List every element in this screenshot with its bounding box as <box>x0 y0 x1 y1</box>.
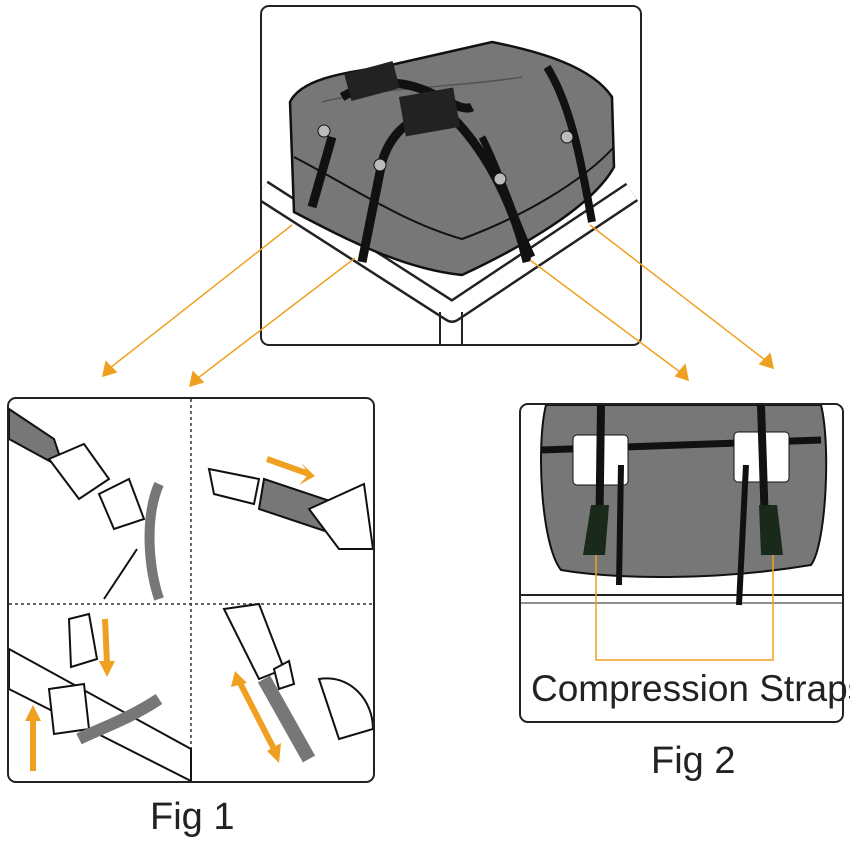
step3-illustration <box>9 612 192 781</box>
compression-straps-label: Compression Straps <box>531 668 850 709</box>
compression-straps-illustration <box>521 405 842 661</box>
buckle-instructions-illustration <box>9 399 373 781</box>
roof-bag-illustration-panel <box>260 5 642 346</box>
fig1-instruction-panel <box>7 397 375 783</box>
fig2-caption: Fig 2 <box>651 740 736 782</box>
step4-illustration <box>222 602 373 763</box>
fig2-compression-panel <box>519 403 844 723</box>
step1-illustration <box>9 407 164 601</box>
fig1-caption: Fig 1 <box>150 796 235 838</box>
step2-illustration <box>207 456 373 550</box>
roof-bag-illustration <box>262 40 639 344</box>
